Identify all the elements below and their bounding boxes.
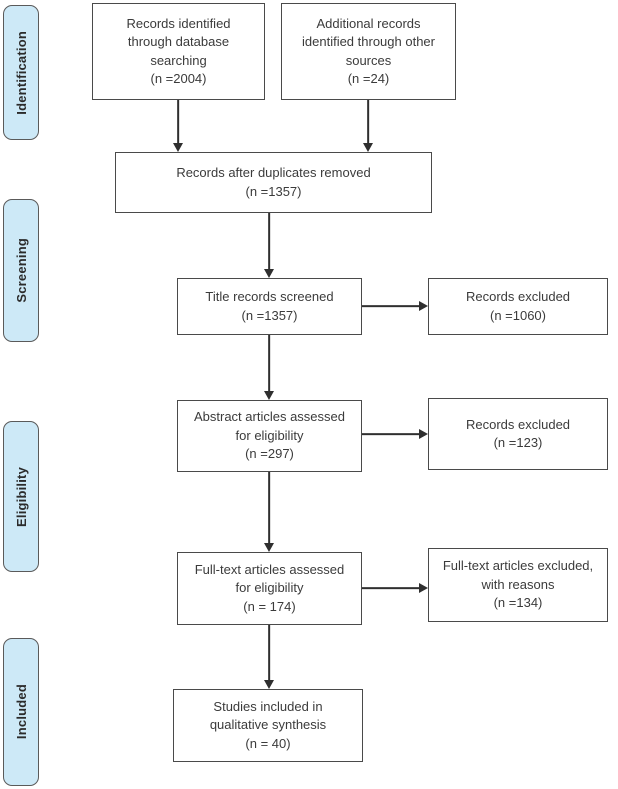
arrow-shaft [268, 625, 270, 681]
arrow-title-screened-to-excluded [362, 300, 428, 312]
node-records-database-searching-text: Records identified through database sear… [126, 15, 231, 86]
arrow-head-down-icon [173, 143, 183, 152]
arrow-shaft [362, 587, 420, 589]
phase-label-screening: Screening [3, 199, 39, 342]
node-additional-records-other-sources-text: Additional records identified through ot… [302, 15, 435, 86]
phase-label-identification: Identification [3, 5, 39, 140]
node-records-excluded-abstracts-text: Records excluded (n =123) [465, 416, 571, 450]
phase-label-included-text: Included [13, 684, 29, 740]
arrow-shaft [362, 305, 420, 307]
node-records-after-duplicates-removed: Records after duplicates removed (n =135… [115, 152, 432, 213]
arrow-shaft [362, 433, 420, 435]
node-fulltext-articles-excluded-text: Full-text articles excluded, with reason… [442, 558, 594, 611]
arrow-head-right-icon [419, 429, 428, 439]
arrow-head-right-icon [419, 583, 428, 593]
arrow-abstract-to-fulltext [263, 472, 275, 552]
arrow-database-to-duplicates [172, 100, 184, 152]
arrow-fulltext-to-included [263, 625, 275, 689]
node-fulltext-articles-assessed: Full-text articles assessed for eligibil… [177, 552, 362, 625]
phase-label-eligibility-text: Eligibility [13, 466, 29, 527]
node-title-records-screened: Title records screened (n =1357) [177, 278, 362, 335]
node-records-database-searching: Records identified through database sear… [92, 3, 265, 100]
node-abstract-articles-assessed-text: Abstract articles assessed for eligibili… [193, 409, 345, 462]
node-fulltext-articles-excluded: Full-text articles excluded, with reason… [428, 548, 608, 622]
node-records-excluded-abstracts: Records excluded (n =123) [428, 398, 608, 470]
node-title-records-screened-text: Title records screened (n =1357) [205, 289, 334, 323]
node-records-after-duplicates-removed-text: Records after duplicates removed (n =135… [176, 165, 371, 199]
node-abstract-articles-assessed: Abstract articles assessed for eligibili… [177, 400, 362, 472]
node-records-excluded-titles-text: Records excluded (n =1060) [465, 289, 571, 323]
arrow-shaft [367, 100, 369, 144]
arrow-head-down-icon [264, 543, 274, 552]
arrow-head-down-icon [264, 391, 274, 400]
phase-label-eligibility: Eligibility [3, 421, 39, 572]
node-records-excluded-titles: Records excluded (n =1060) [428, 278, 608, 335]
arrow-fulltext-to-excluded-reasons [362, 582, 428, 594]
phase-label-included: Included [3, 638, 39, 786]
arrow-title-screened-to-abstract [263, 335, 275, 400]
arrow-other-sources-to-duplicates [362, 100, 374, 152]
phase-label-identification-text: Identification [13, 30, 29, 115]
arrow-shaft [177, 100, 179, 144]
arrow-head-down-icon [363, 143, 373, 152]
node-studies-included-qualitative-synthesis: Studies included in qualitative synthesi… [173, 689, 363, 762]
arrow-duplicates-to-title-screened [263, 213, 275, 278]
arrow-shaft [268, 213, 270, 270]
arrow-shaft [268, 335, 270, 392]
phase-label-screening-text: Screening [13, 238, 29, 303]
node-studies-included-qualitative-synthesis-text: Studies included in qualitative synthesi… [209, 698, 327, 751]
arrow-shaft [268, 472, 270, 544]
arrow-head-down-icon [264, 269, 274, 278]
node-additional-records-other-sources: Additional records identified through ot… [281, 3, 456, 100]
arrow-head-down-icon [264, 680, 274, 689]
node-fulltext-articles-assessed-text: Full-text articles assessed for eligibil… [194, 561, 345, 614]
arrow-abstract-to-excluded [362, 428, 428, 440]
arrow-head-right-icon [419, 301, 428, 311]
